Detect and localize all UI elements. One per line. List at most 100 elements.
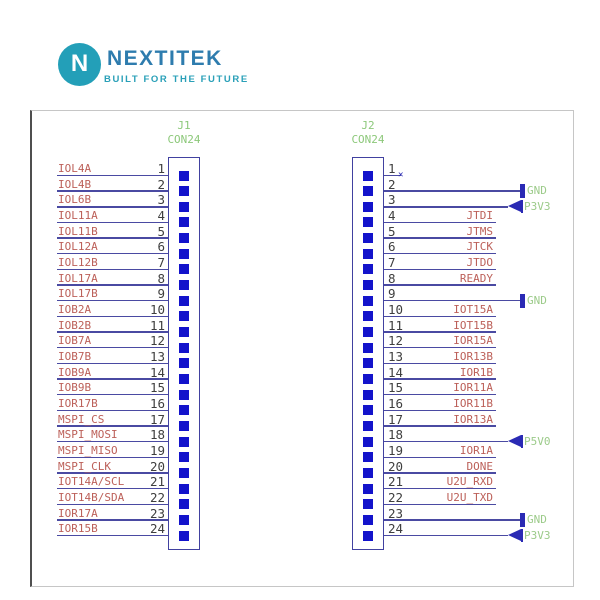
net-label: IOL17B xyxy=(58,287,98,301)
logo-icon: N xyxy=(58,43,101,86)
net-label: IOR15A xyxy=(453,334,493,348)
net-label: IOR1B xyxy=(459,365,493,379)
pin-square xyxy=(179,421,189,432)
wire xyxy=(384,472,496,474)
net-label: IOL11B xyxy=(58,224,98,238)
net-label: IOR17B xyxy=(58,396,98,410)
pin-number: 15 xyxy=(388,380,404,396)
wire xyxy=(57,237,168,239)
brand-tagline: BUILT FOR THE FUTURE xyxy=(104,74,249,85)
wire xyxy=(57,488,168,490)
net-label: IOT14A/SCL xyxy=(58,475,125,489)
connector-j1-part: CON24 xyxy=(167,133,201,146)
wire xyxy=(57,503,168,506)
pin-square xyxy=(179,389,189,400)
net-label: JTMS xyxy=(466,224,494,238)
pin-square xyxy=(179,515,189,526)
pin-square xyxy=(179,248,189,259)
pin-square xyxy=(179,530,189,541)
pin-square xyxy=(179,327,189,338)
pin-square xyxy=(363,342,373,353)
pin-number: 21 xyxy=(388,474,404,490)
net-label: MSPI_CS xyxy=(58,412,105,426)
wire xyxy=(384,315,496,318)
wire xyxy=(384,456,496,459)
pin-number: 15 xyxy=(149,380,165,396)
wire xyxy=(384,519,520,521)
net-label: READY xyxy=(459,271,493,285)
wire xyxy=(57,221,168,224)
pin-number: 20 xyxy=(388,458,404,474)
pin-square xyxy=(363,374,373,385)
net-label: MSPI_MISO xyxy=(58,443,118,457)
power-label: GND xyxy=(527,293,547,307)
wire xyxy=(384,441,508,443)
net-label: JTDO xyxy=(466,255,494,269)
pin-number: 4 xyxy=(388,207,396,223)
pin-number: 10 xyxy=(149,301,165,317)
net-label: IOL6B xyxy=(58,193,92,207)
pin-square xyxy=(179,483,189,494)
pin-number: 19 xyxy=(149,442,165,458)
pin-number: 14 xyxy=(149,364,165,380)
net-label: IOR13B xyxy=(453,349,493,363)
net-label: IOT15B xyxy=(453,318,493,332)
pin-square xyxy=(179,264,189,275)
pin-number: 10 xyxy=(388,301,404,317)
wire xyxy=(384,503,496,506)
wire xyxy=(384,378,496,380)
net-label: JTCK xyxy=(466,240,494,254)
net-label: IOR11A xyxy=(453,381,493,395)
pin-square xyxy=(363,201,373,212)
pin-number: 16 xyxy=(388,395,404,411)
net-label: IOL12B xyxy=(58,255,98,269)
pin-square xyxy=(363,358,373,369)
pin-number: 14 xyxy=(388,364,404,380)
pin-number: 7 xyxy=(388,254,396,270)
pin-number: 11 xyxy=(149,317,165,333)
net-label: JTDI xyxy=(466,208,494,222)
pin-square xyxy=(179,358,189,369)
pin-square xyxy=(179,468,189,479)
brand-name: NEXTITEK xyxy=(107,47,223,70)
pin-number: 22 xyxy=(388,489,404,505)
net-label: IOB9A xyxy=(58,365,92,379)
net-label: IOL4A xyxy=(58,162,92,175)
pin-square xyxy=(179,436,189,447)
pin-square xyxy=(179,201,189,212)
pin-number: 1 xyxy=(388,161,396,176)
wire xyxy=(384,190,520,192)
wire xyxy=(57,174,168,177)
pin-square xyxy=(363,233,373,244)
power-arrow-icon xyxy=(508,528,521,541)
pin-number: 5 xyxy=(388,223,396,239)
pin-number: 3 xyxy=(157,192,165,208)
pin-number: 22 xyxy=(149,489,165,505)
pin-square xyxy=(179,295,189,306)
wire xyxy=(384,488,496,490)
net-label: IOT14B/SDA xyxy=(58,490,125,504)
power-bar-icon xyxy=(521,200,523,214)
power-label: GND xyxy=(527,184,547,198)
wire xyxy=(57,190,168,192)
pin-number: 18 xyxy=(149,427,165,443)
net-label: IOR15B xyxy=(58,522,98,536)
wire xyxy=(384,362,496,365)
pin-square xyxy=(363,248,373,259)
wire xyxy=(57,315,168,318)
wire xyxy=(57,284,168,286)
wire xyxy=(384,237,496,239)
power-label: P5V0 xyxy=(524,434,551,448)
pin-square xyxy=(179,233,189,244)
wire xyxy=(384,253,496,255)
pin-number: 8 xyxy=(388,270,396,286)
wire xyxy=(384,206,508,208)
pin-number: 5 xyxy=(157,223,165,239)
pin-number: 20 xyxy=(149,458,165,474)
net-label: IOL11A xyxy=(58,208,98,222)
net-label: IOB2A xyxy=(58,302,92,316)
pin-square xyxy=(363,280,373,291)
power-arrow-icon xyxy=(508,434,521,447)
pin-square xyxy=(363,311,373,322)
pin-square xyxy=(363,515,373,526)
